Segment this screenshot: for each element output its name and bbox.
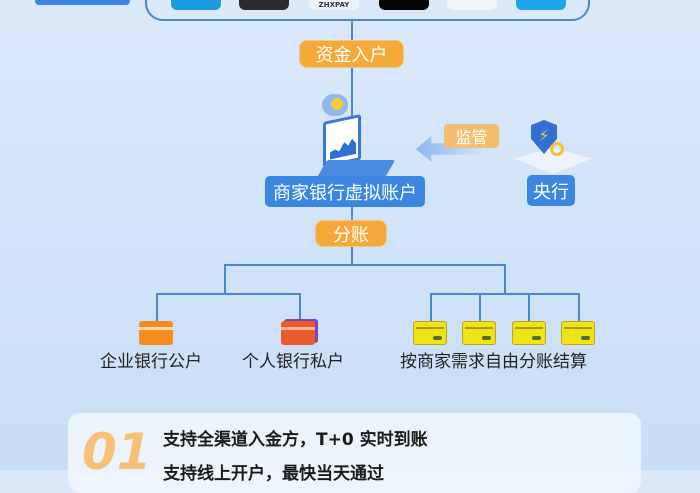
target-custom-split: 按商家需求自由分账结算 [400, 352, 587, 372]
card-icon [561, 321, 595, 345]
feature-title: 支持全渠道入金方，T+0 实时到账 [163, 430, 428, 450]
connector [578, 293, 580, 321]
connector [430, 293, 432, 321]
central-bank-box: 央行 [527, 175, 575, 206]
supervise-tag: 监管 [444, 124, 499, 148]
connector [224, 264, 226, 294]
connector [156, 293, 158, 321]
target-personal-account: 个人银行私户 [242, 352, 344, 372]
connector [479, 293, 481, 321]
card-icon [139, 321, 173, 345]
feature-subtitle: 支持线上开户，最快当天通过 [163, 464, 384, 484]
channels-panel: ZHXPAY [145, 0, 590, 21]
connector [504, 264, 506, 294]
channel-logo: ZHXPAY [309, 0, 359, 10]
connector [430, 293, 580, 295]
magnifier-icon [550, 142, 564, 156]
channel-logo [239, 0, 289, 10]
top-left-button[interactable] [35, 0, 130, 5]
card-icon [512, 321, 546, 345]
merchant-virtual-account: 商家银行虚拟账户 [265, 176, 425, 207]
feature-card: 01 支持全渠道入金方，T+0 实时到账 支持线上开户，最快当天通过 [68, 413, 641, 493]
target-corporate-account: 企业银行公户 [100, 352, 202, 372]
connector [224, 264, 506, 266]
channel-logo [379, 0, 429, 10]
channel-logo [171, 0, 221, 10]
card-icon [413, 321, 447, 345]
channel-logo [516, 0, 566, 10]
funds-in-tag: 资金入户 [299, 40, 404, 68]
split-tag: 分账 [315, 220, 387, 247]
cloud-coin-icon [322, 94, 348, 116]
card-icon [281, 321, 315, 345]
feature-number: 01 [82, 423, 152, 481]
card-icon [462, 321, 496, 345]
connector [299, 293, 301, 321]
channel-logo [447, 0, 497, 10]
connector [156, 293, 301, 295]
connector [528, 293, 530, 321]
